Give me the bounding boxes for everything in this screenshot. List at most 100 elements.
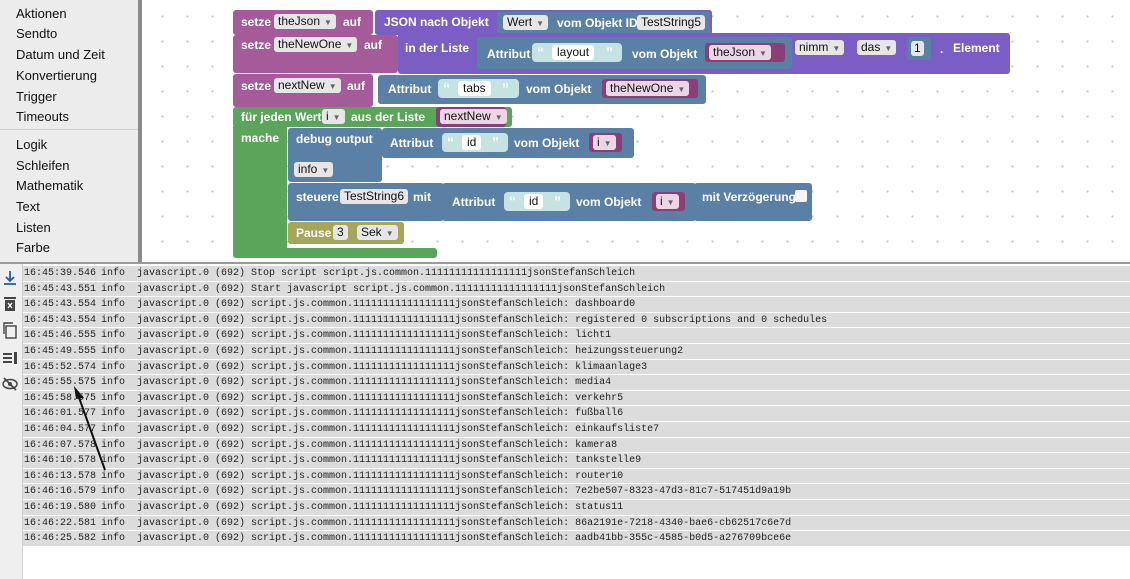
log-level: info: [101, 439, 126, 451]
toolbox-border[interactable]: [138, 0, 142, 262]
set-variable-block[interactable]: setze nextNew▼ auf: [233, 74, 373, 107]
delay-checkbox[interactable]: [795, 190, 807, 202]
text-block[interactable]: “ layout ”: [532, 43, 622, 62]
attribute-block[interactable]: Attribut “ layout ” vom Objekt theJson▼: [477, 37, 792, 69]
dropdown-value: Sek: [361, 225, 382, 239]
hide-icon[interactable]: [1, 375, 19, 393]
log-level: info: [101, 299, 126, 311]
for-each-block[interactable]: für jeden Wert i▼ aus der Liste nextNew▼: [233, 107, 512, 127]
delay-option[interactable]: mit Verzögerung: [694, 183, 812, 221]
toolbox-category[interactable]: Text: [16, 199, 40, 214]
dropdown-value: theJson: [278, 14, 321, 28]
log-message: javascript.0 (692) script.js.common.1111…: [137, 361, 648, 373]
text-block[interactable]: “ tabs ”: [438, 79, 519, 98]
control-block[interactable]: steuere TestString6 mit: [288, 183, 444, 221]
attribute-block[interactable]: Attribut “ id ” vom Objekt i▼: [382, 128, 634, 158]
toggle-columns-icon[interactable]: [1, 349, 19, 367]
set-variable-block[interactable]: setze theNewOne▼ auf: [233, 35, 398, 73]
variable-dropdown[interactable]: nextNew▼: [440, 109, 507, 124]
debug-output-block[interactable]: debug output info▼: [288, 128, 382, 182]
toolbox-category[interactable]: Sendto: [16, 26, 58, 41]
log-message: javascript.0 (692) script.js.common.1111…: [137, 423, 660, 435]
toolbox-category[interactable]: Mathematik: [16, 178, 84, 193]
loop-footer: [233, 248, 437, 258]
attribute-block[interactable]: Attribut “ tabs ” vom Objekt theNewOne▼: [378, 75, 706, 104]
toolbox-category[interactable]: Timeouts: [16, 109, 69, 124]
variable-dropdown[interactable]: theJson▼: [709, 45, 771, 60]
variable-dropdown[interactable]: i▼: [322, 109, 345, 124]
log-level-dropdown[interactable]: info▼: [294, 162, 334, 177]
toolbox-category[interactable]: Farbe: [16, 240, 50, 255]
toolbox-category[interactable]: Datum und Zeit: [16, 47, 105, 62]
clear-log-icon[interactable]: [1, 295, 19, 313]
variable-dropdown[interactable]: i▼: [656, 194, 679, 209]
attribute-block[interactable]: Attribut “ id ” vom Objekt i▼: [442, 183, 696, 221]
attribute-dropdown[interactable]: Wert▼: [503, 15, 549, 30]
log-level: info: [101, 486, 126, 498]
variable-dropdown[interactable]: theNewOne▼: [274, 37, 358, 52]
blocks-canvas[interactable]: setze theJson▼ auf JSON nach Objekt Wert…: [142, 0, 1130, 262]
toolbox-category[interactable]: Schleifen: [16, 158, 70, 173]
dropdown-value: theNewOne: [610, 81, 674, 95]
log-time: 16:45:43.554: [24, 314, 97, 326]
toolbox-category[interactable]: Logik: [16, 137, 48, 152]
toolbox-category[interactable]: Konvertierung: [16, 68, 97, 83]
text-value[interactable]: layout: [552, 45, 595, 60]
variable-block[interactable]: theNewOne▼: [602, 79, 698, 98]
variable-dropdown[interactable]: theNewOne▼: [606, 81, 690, 96]
variable-block[interactable]: i▼: [589, 133, 622, 152]
json-parse-block[interactable]: JSON nach Objekt Wert▼ vom Objekt ID Tes…: [375, 10, 712, 35]
number-block[interactable]: 1: [907, 37, 931, 60]
set-variable-block[interactable]: setze theJson▼ auf: [233, 10, 373, 35]
pause-block[interactable]: Pause 3 Sek▼: [288, 222, 404, 244]
variable-block[interactable]: i▼: [652, 192, 685, 211]
dropdown-arrow-icon: ▼: [536, 19, 545, 28]
text-value[interactable]: id: [462, 135, 482, 150]
pause-duration-field[interactable]: 3: [333, 225, 348, 240]
list-get-block[interactable]: in der Liste Attribut “ layout ” vom Obj…: [398, 33, 1010, 74]
toolbox-category[interactable]: Aktionen: [16, 6, 67, 21]
get-value-block[interactable]: Wert▼ vom Objekt ID TestString5: [497, 12, 710, 33]
toolbox-category[interactable]: Trigger: [16, 89, 57, 104]
dropdown-arrow-icon: ▼: [324, 18, 332, 27]
mode-dropdown[interactable]: nimm▼: [795, 40, 845, 55]
copy-log-icon[interactable]: [1, 321, 19, 339]
quote-close-icon: ”: [606, 44, 613, 60]
text-block[interactable]: “ id ”: [442, 133, 508, 152]
text-block[interactable]: “ id ”: [504, 192, 570, 211]
text-value[interactable]: tabs: [458, 81, 491, 96]
variable-dropdown[interactable]: i▼: [593, 135, 616, 150]
unit-dropdown[interactable]: Sek▼: [357, 225, 398, 240]
toolbox-category[interactable]: Listen: [16, 220, 51, 235]
number-value[interactable]: 1: [911, 41, 924, 56]
variable-block[interactable]: nextNew▼: [436, 107, 507, 127]
where-dropdown[interactable]: das▼: [857, 40, 897, 55]
text-value[interactable]: id: [524, 194, 544, 209]
object-id-field[interactable]: TestString6: [340, 189, 409, 204]
variable-dropdown[interactable]: nextNew▼: [274, 78, 341, 93]
variable-dropdown[interactable]: theJson▼: [274, 14, 336, 29]
log-level: info: [101, 455, 126, 467]
object-id-field[interactable]: TestString5: [637, 15, 706, 30]
scroll-to-bottom-icon[interactable]: [1, 269, 19, 287]
variable-block[interactable]: theJson▼: [705, 43, 785, 62]
